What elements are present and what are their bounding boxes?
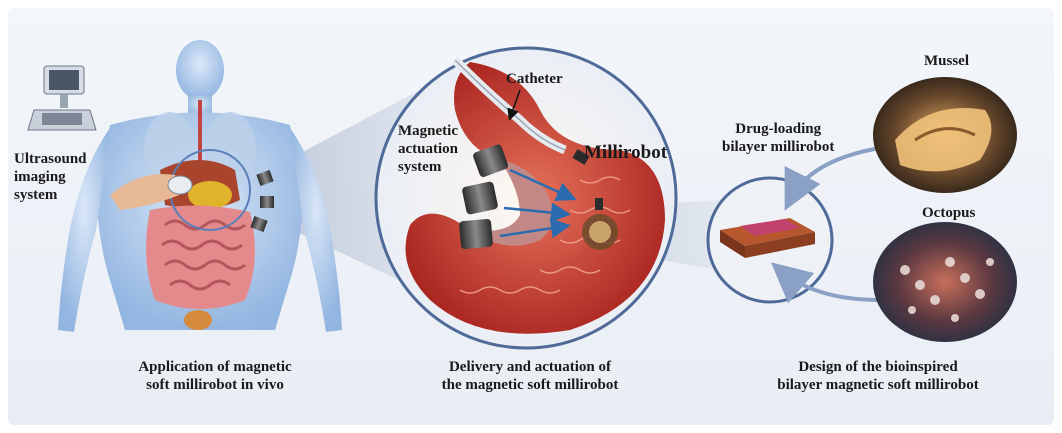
body-magnets [250, 169, 274, 233]
caption-right: Design of the bioinspired bilayer magnet… [777, 359, 979, 393]
drug-loading-label: Drug-loading bilayer millirobot [722, 121, 835, 155]
bilayer-robot [720, 218, 815, 258]
octopus-arrow [770, 262, 881, 304]
catheter-label: Catheter [506, 71, 563, 87]
ultrasound-machine [27, 65, 97, 131]
mussel-label: Mussel [924, 53, 969, 69]
millirobot-label: Millirobot [584, 142, 668, 163]
mussel-arrow [784, 146, 881, 211]
abdominal-organs [146, 160, 255, 330]
zoom-cone-left [240, 90, 420, 290]
catheter-pointer [507, 89, 521, 121]
actuation-magnets [459, 144, 509, 250]
millirobot [572, 149, 590, 165]
ultrasound-label: Ultrasound imaging system [14, 151, 87, 203]
octopus-image [873, 222, 1017, 342]
caption-middle: Delivery and actuation of the magnetic s… [441, 359, 619, 393]
caption-left: Application of magnetic soft millirobot … [138, 359, 292, 393]
magnetic-actuation-label: Magnetic actuation system [398, 123, 458, 175]
field-arrows [499, 168, 577, 239]
ultrasound-probe-hand [110, 174, 193, 210]
octopus-label: Octopus [922, 205, 976, 221]
stomach-cross-section [405, 62, 665, 334]
